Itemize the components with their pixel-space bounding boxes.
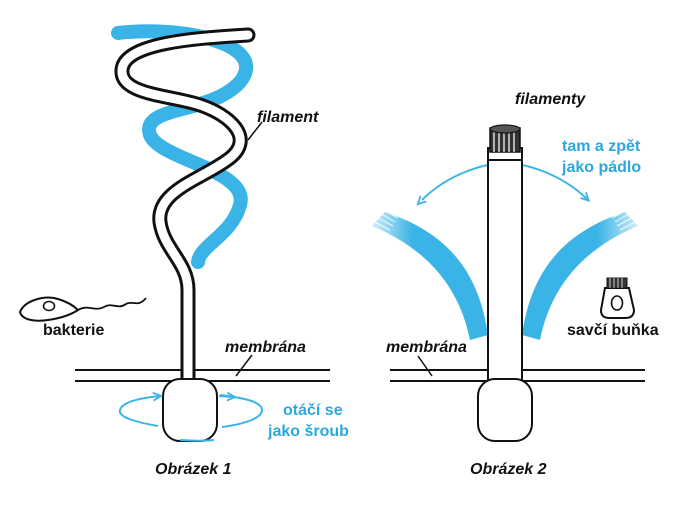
paddle-label-line1: tam a zpět	[562, 138, 641, 155]
filaments-bundle-icon	[489, 124, 521, 153]
rotation-arrow-bottom	[179, 439, 215, 442]
membrane-label-1: membrána	[225, 339, 306, 356]
basal-body	[477, 378, 533, 442]
cell-label: savčí buňka	[567, 322, 659, 339]
rotation-arrow-front	[118, 396, 160, 427]
figure-2-caption: Obrázek 2	[470, 461, 547, 478]
figure-2: filamenty tam a zpět jako pádlo savčí bu…	[370, 91, 659, 478]
cilium-shaft	[487, 151, 523, 385]
membrane-label-2: membrána	[386, 339, 467, 356]
figure-1-caption: Obrázek 1	[155, 461, 232, 478]
rotation-label-line2: jako šroub	[267, 423, 349, 440]
bacteria-label: bakterie	[43, 322, 104, 339]
flagellar-motor	[162, 378, 218, 442]
mammalian-cell-icon	[599, 277, 636, 319]
rotation-label-line1: otáčí se	[283, 402, 343, 419]
flagellum-filament	[117, 30, 253, 387]
rotation-arrow-top	[218, 396, 234, 397]
cilium-tip-right	[611, 206, 640, 231]
membrane-pointer-1	[235, 354, 253, 377]
filaments-label: filamenty	[515, 91, 586, 108]
figure-1: filament bakterie membrána otáčí se jako…	[18, 24, 349, 478]
filament-pointer	[247, 121, 263, 141]
bacterium-nucleus	[42, 300, 56, 312]
filament-label: filament	[257, 109, 319, 126]
helix-shadow	[111, 24, 254, 269]
membrane-pointer-2	[417, 355, 433, 377]
paddle-label-line2: jako pádlo	[561, 159, 641, 176]
cilium-sweep-right	[522, 212, 638, 340]
bacterium-flagellum	[77, 297, 147, 311]
rotation-arrow-back	[219, 394, 264, 428]
cilium-tip-left	[370, 206, 399, 231]
cilium-sweep-left	[372, 212, 488, 340]
